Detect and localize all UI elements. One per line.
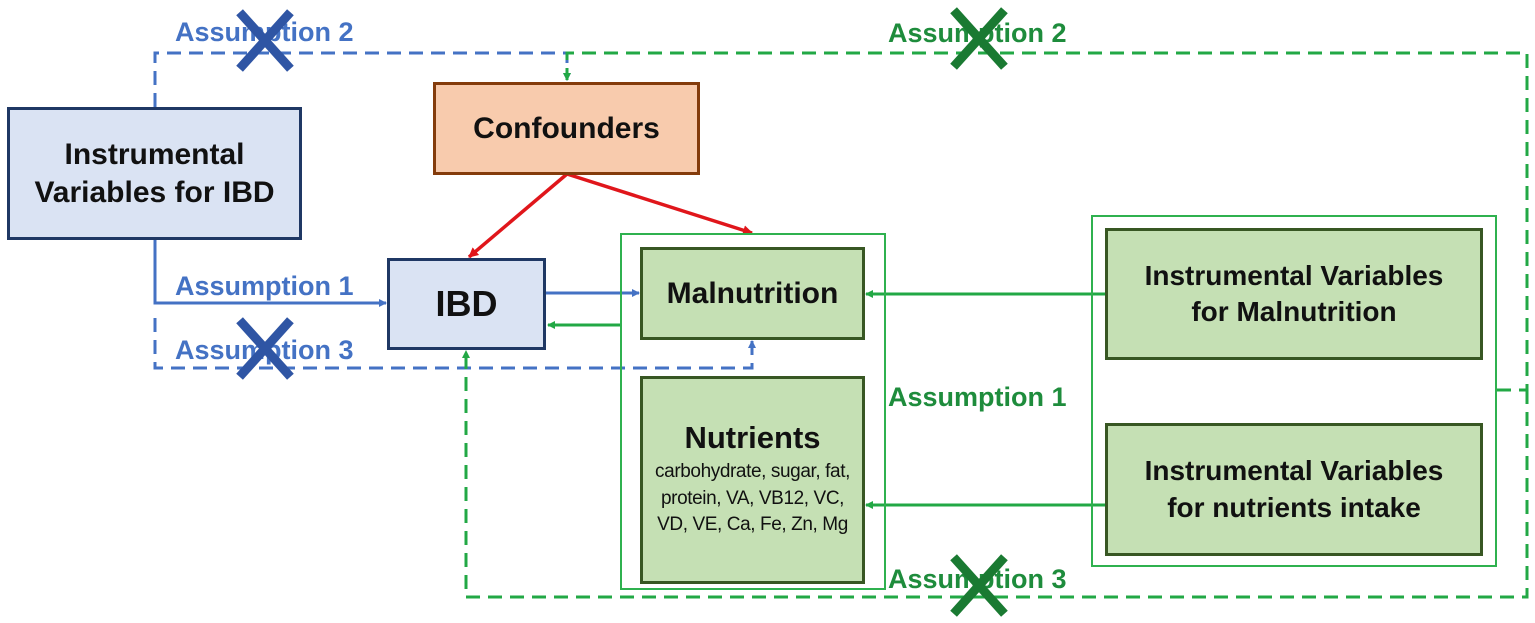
iv-ibd-label: Instrumental Variables for IBD bbox=[34, 138, 275, 209]
ibd-node: IBD bbox=[387, 258, 546, 350]
nutrition-instruments-frame bbox=[1091, 215, 1497, 567]
assumption3-nutrition-x-icon bbox=[947, 553, 1011, 617]
assumption1-ibd-label: Assumption 1 bbox=[175, 271, 354, 301]
confounders-to-ibd-arrow bbox=[467, 172, 569, 259]
malnutrition-label: Malnutrition bbox=[666, 276, 839, 310]
confounders-node: Confounders bbox=[433, 82, 700, 175]
confounders-label: Confounders bbox=[473, 111, 660, 145]
assumption3-ibd-path bbox=[153, 318, 756, 370]
iv-malnutrition-node: Instrumental Variables for Malnutrition bbox=[1105, 228, 1483, 360]
iv-nutrients-node: Instrumental Variables for nutrients int… bbox=[1105, 423, 1483, 556]
iv-nutrients-label: Instrumental Variables for nutrients int… bbox=[1144, 455, 1444, 523]
nutrients-list: carbohydrate, sugar, fat, protein, VA, V… bbox=[655, 461, 850, 536]
malnutrition-node: Malnutrition bbox=[640, 247, 865, 340]
iv-ibd-node: Instrumental Variables for IBD bbox=[7, 107, 302, 240]
ibd-label: IBD bbox=[435, 283, 498, 324]
assumption2-ibd-path bbox=[153, 51, 571, 107]
assumption1-ibd-arrow bbox=[153, 240, 387, 307]
nutrition-outcomes-frame bbox=[620, 233, 886, 590]
iv-malnutrition-label: Instrumental Variables for Malnutrition bbox=[1144, 259, 1444, 327]
confounders-to-malnutrition-arrow bbox=[566, 172, 753, 236]
assumption1-nutrition-label: Assumption 1 bbox=[888, 382, 1067, 412]
assumption2-ibd-x-icon bbox=[233, 8, 297, 72]
nutrients-node: Nutrients carbohydrate, sugar, fat, prot… bbox=[640, 376, 865, 584]
assumption2-nutrition-x-icon bbox=[947, 6, 1011, 70]
nutrients-title: Nutrients bbox=[684, 420, 821, 456]
assumption3-ibd-x-icon bbox=[233, 316, 297, 380]
